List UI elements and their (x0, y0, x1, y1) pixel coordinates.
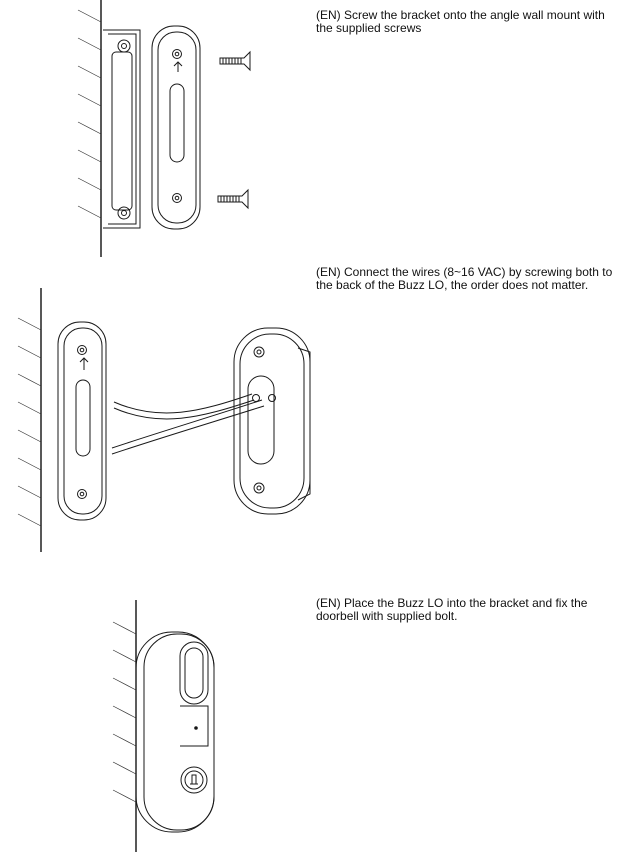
step-3-attach-doorbell: (EN) Place the Buzz LO into the bracket … (0, 562, 627, 856)
doorbell-installed-illustration (112, 600, 215, 852)
step-2-caption: (EN) Connect the wires (8~16 VAC) by scr… (316, 265, 613, 292)
step-1-mount-bracket: (EN) Screw the bracket onto the angle wa… (0, 0, 627, 262)
step-2-connect-wires: (EN) Connect the wires (8~16 VAC) by scr… (0, 262, 627, 562)
wiring-illustration (17, 288, 311, 552)
step-3-caption: (EN) Place the Buzz LO into the bracket … (316, 596, 588, 623)
step-1-caption: (EN) Screw the bracket onto the angle wa… (316, 8, 605, 35)
bracket-mounting-illustration (77, 0, 251, 257)
